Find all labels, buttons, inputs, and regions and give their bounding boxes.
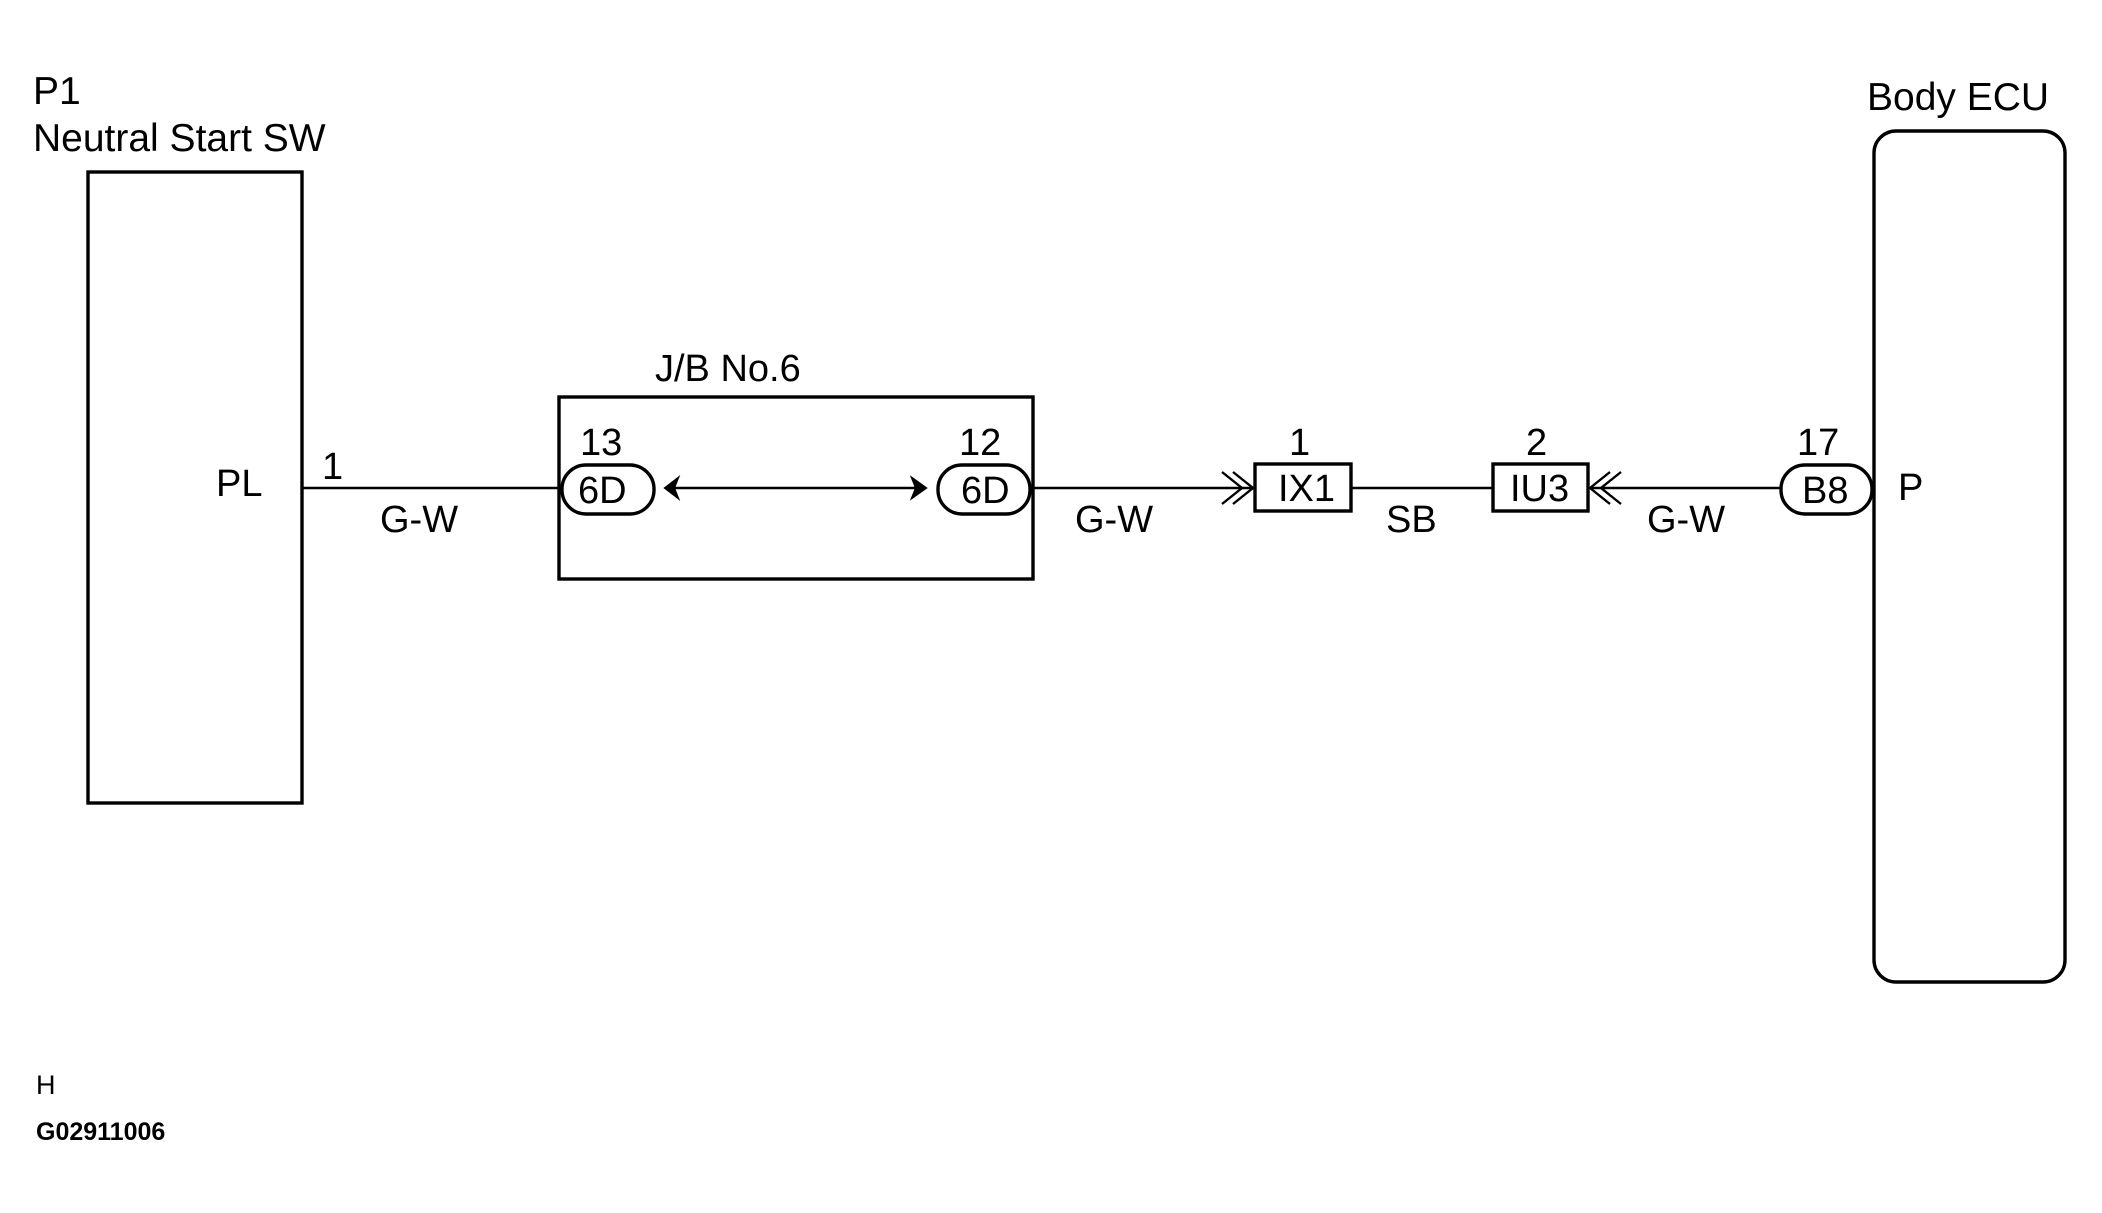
jb-bullet-right-icon [909,475,928,501]
jb-connector-6d-right [936,463,1032,516]
jb-pin-13: 13 [580,422,622,464]
jb-bullet-left-icon [663,474,681,502]
terminal-label-p: P [1898,467,1923,509]
neutral-start-switch: P1 Neutral Start SW PL 1 [33,70,343,805]
pin-number-1: 1 [322,446,343,488]
terminal-label-pl: PL [216,463,262,505]
jb-connector-6d-right-label: 6D [961,470,1010,512]
ix1-code: IX1 [1278,468,1335,510]
footer-letter: H [36,1070,56,1100]
component-name-body-ecu: Body ECU [1867,76,2049,119]
ix1-pin-number: 1 [1289,422,1310,464]
component-name-neutral-start-sw: Neutral Start SW [33,117,326,160]
wire-color-ix1-to-iu3: SB [1386,499,1437,541]
ecu-connector-b8 [1779,463,1874,516]
connector-arrow-ix1-icon [1221,471,1255,505]
body-ecu: Body ECU 17 B8 P [1779,76,2067,984]
body-ecu-body [1872,129,2067,984]
jb-connector-6d-left-label: 6D [578,470,627,512]
figure-code: G02911006 [36,1118,165,1146]
neutral-start-switch-body [86,170,304,805]
wire-color-iu3-to-ecu: G-W [1647,499,1725,541]
ecu-pin-17: 17 [1797,422,1839,464]
junction-connector-iu3: 2 IU3 [1491,422,1590,513]
iu3-pin-number: 2 [1526,422,1547,464]
junction-connector-ix1: 1 IX1 [1253,422,1353,513]
iu3-code: IU3 [1510,468,1569,510]
junction-block-name: J/B No.6 [655,348,801,390]
wire-color-jb-to-ix1: G-W [1075,499,1153,541]
jb-pin-12: 12 [959,422,1001,464]
ecu-connector-b8-label: B8 [1802,470,1848,512]
component-ref-p1: P1 [33,70,81,113]
wire-color-sw-to-jb: G-W [380,499,458,541]
jb-connector-6d-left [560,463,656,516]
junction-block-6: J/B No.6 13 6D 12 6D [557,348,1035,581]
